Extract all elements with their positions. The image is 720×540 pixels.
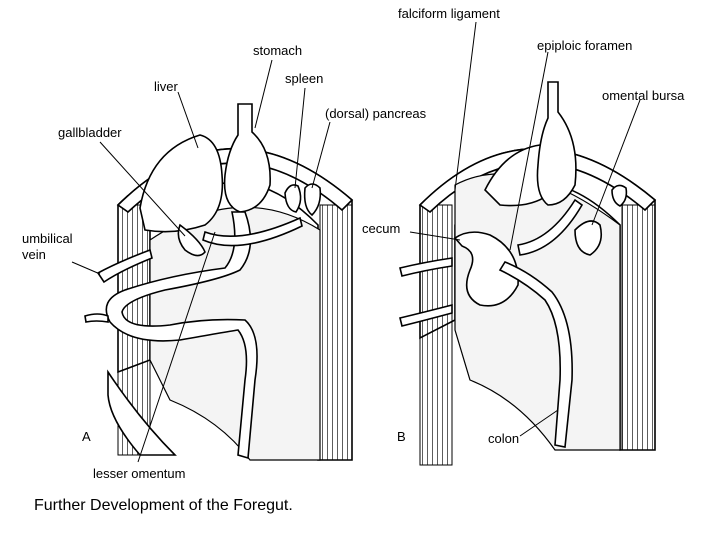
label-cecum: cecum: [362, 221, 400, 236]
stomach-b: [536, 81, 577, 206]
label-epiploic-foramen: epiploic foramen: [537, 38, 632, 53]
umbilical-vein-a: [96, 248, 153, 284]
vitelline-duct-a: [84, 313, 109, 323]
label-lesser-omentum: lesser omentum: [93, 466, 185, 481]
label-liver: liver: [154, 79, 179, 94]
wall-a-right-section: [319, 204, 353, 461]
panel-letter-b: B: [397, 429, 406, 444]
label-falciform-ligament: falciform ligament: [398, 6, 500, 21]
gallbladder-a: [177, 223, 206, 257]
figure-caption: Further Development of the Foregut.: [34, 497, 293, 514]
wall-a-lower-left: [107, 369, 177, 456]
label-stomach: stomach: [253, 43, 302, 58]
cecum-b: [453, 231, 519, 307]
labels: stomach liver spleen (dorsal) pancreas g…: [22, 6, 685, 481]
leader-lines: [71, 21, 641, 463]
duodenum-b: [517, 198, 584, 256]
umbilical-vein-b: [399, 257, 453, 277]
gut-loop-a: [105, 211, 258, 460]
colon-b: [498, 261, 573, 448]
omental-bursa-b: [574, 220, 603, 256]
wall-b-top-rim: [418, 147, 657, 214]
panel-b-drawing: [399, 81, 657, 466]
spleen-b: [611, 184, 628, 207]
label-colon: colon: [488, 431, 519, 446]
spleen-a: [284, 184, 302, 213]
label-umbilical: umbilical: [22, 231, 73, 246]
label-gallbladder: gallbladder: [58, 125, 122, 140]
liver-a: [139, 134, 224, 233]
panel-a-drawing: [84, 103, 354, 461]
vitelline-duct-b: [399, 303, 453, 327]
label-dorsal-pancreas: (dorsal) pancreas: [325, 106, 427, 121]
duodenum-a: [202, 216, 303, 247]
label-spleen: spleen: [285, 71, 323, 86]
wall-b-right-section: [621, 204, 656, 451]
panel-letter-a: A: [82, 429, 91, 444]
stomach-a: [223, 103, 271, 213]
label-vein: vein: [22, 247, 46, 262]
wall-b-left-section: [419, 204, 453, 466]
label-omental-bursa: omental bursa: [602, 88, 685, 103]
pancreas-a: [303, 183, 322, 217]
